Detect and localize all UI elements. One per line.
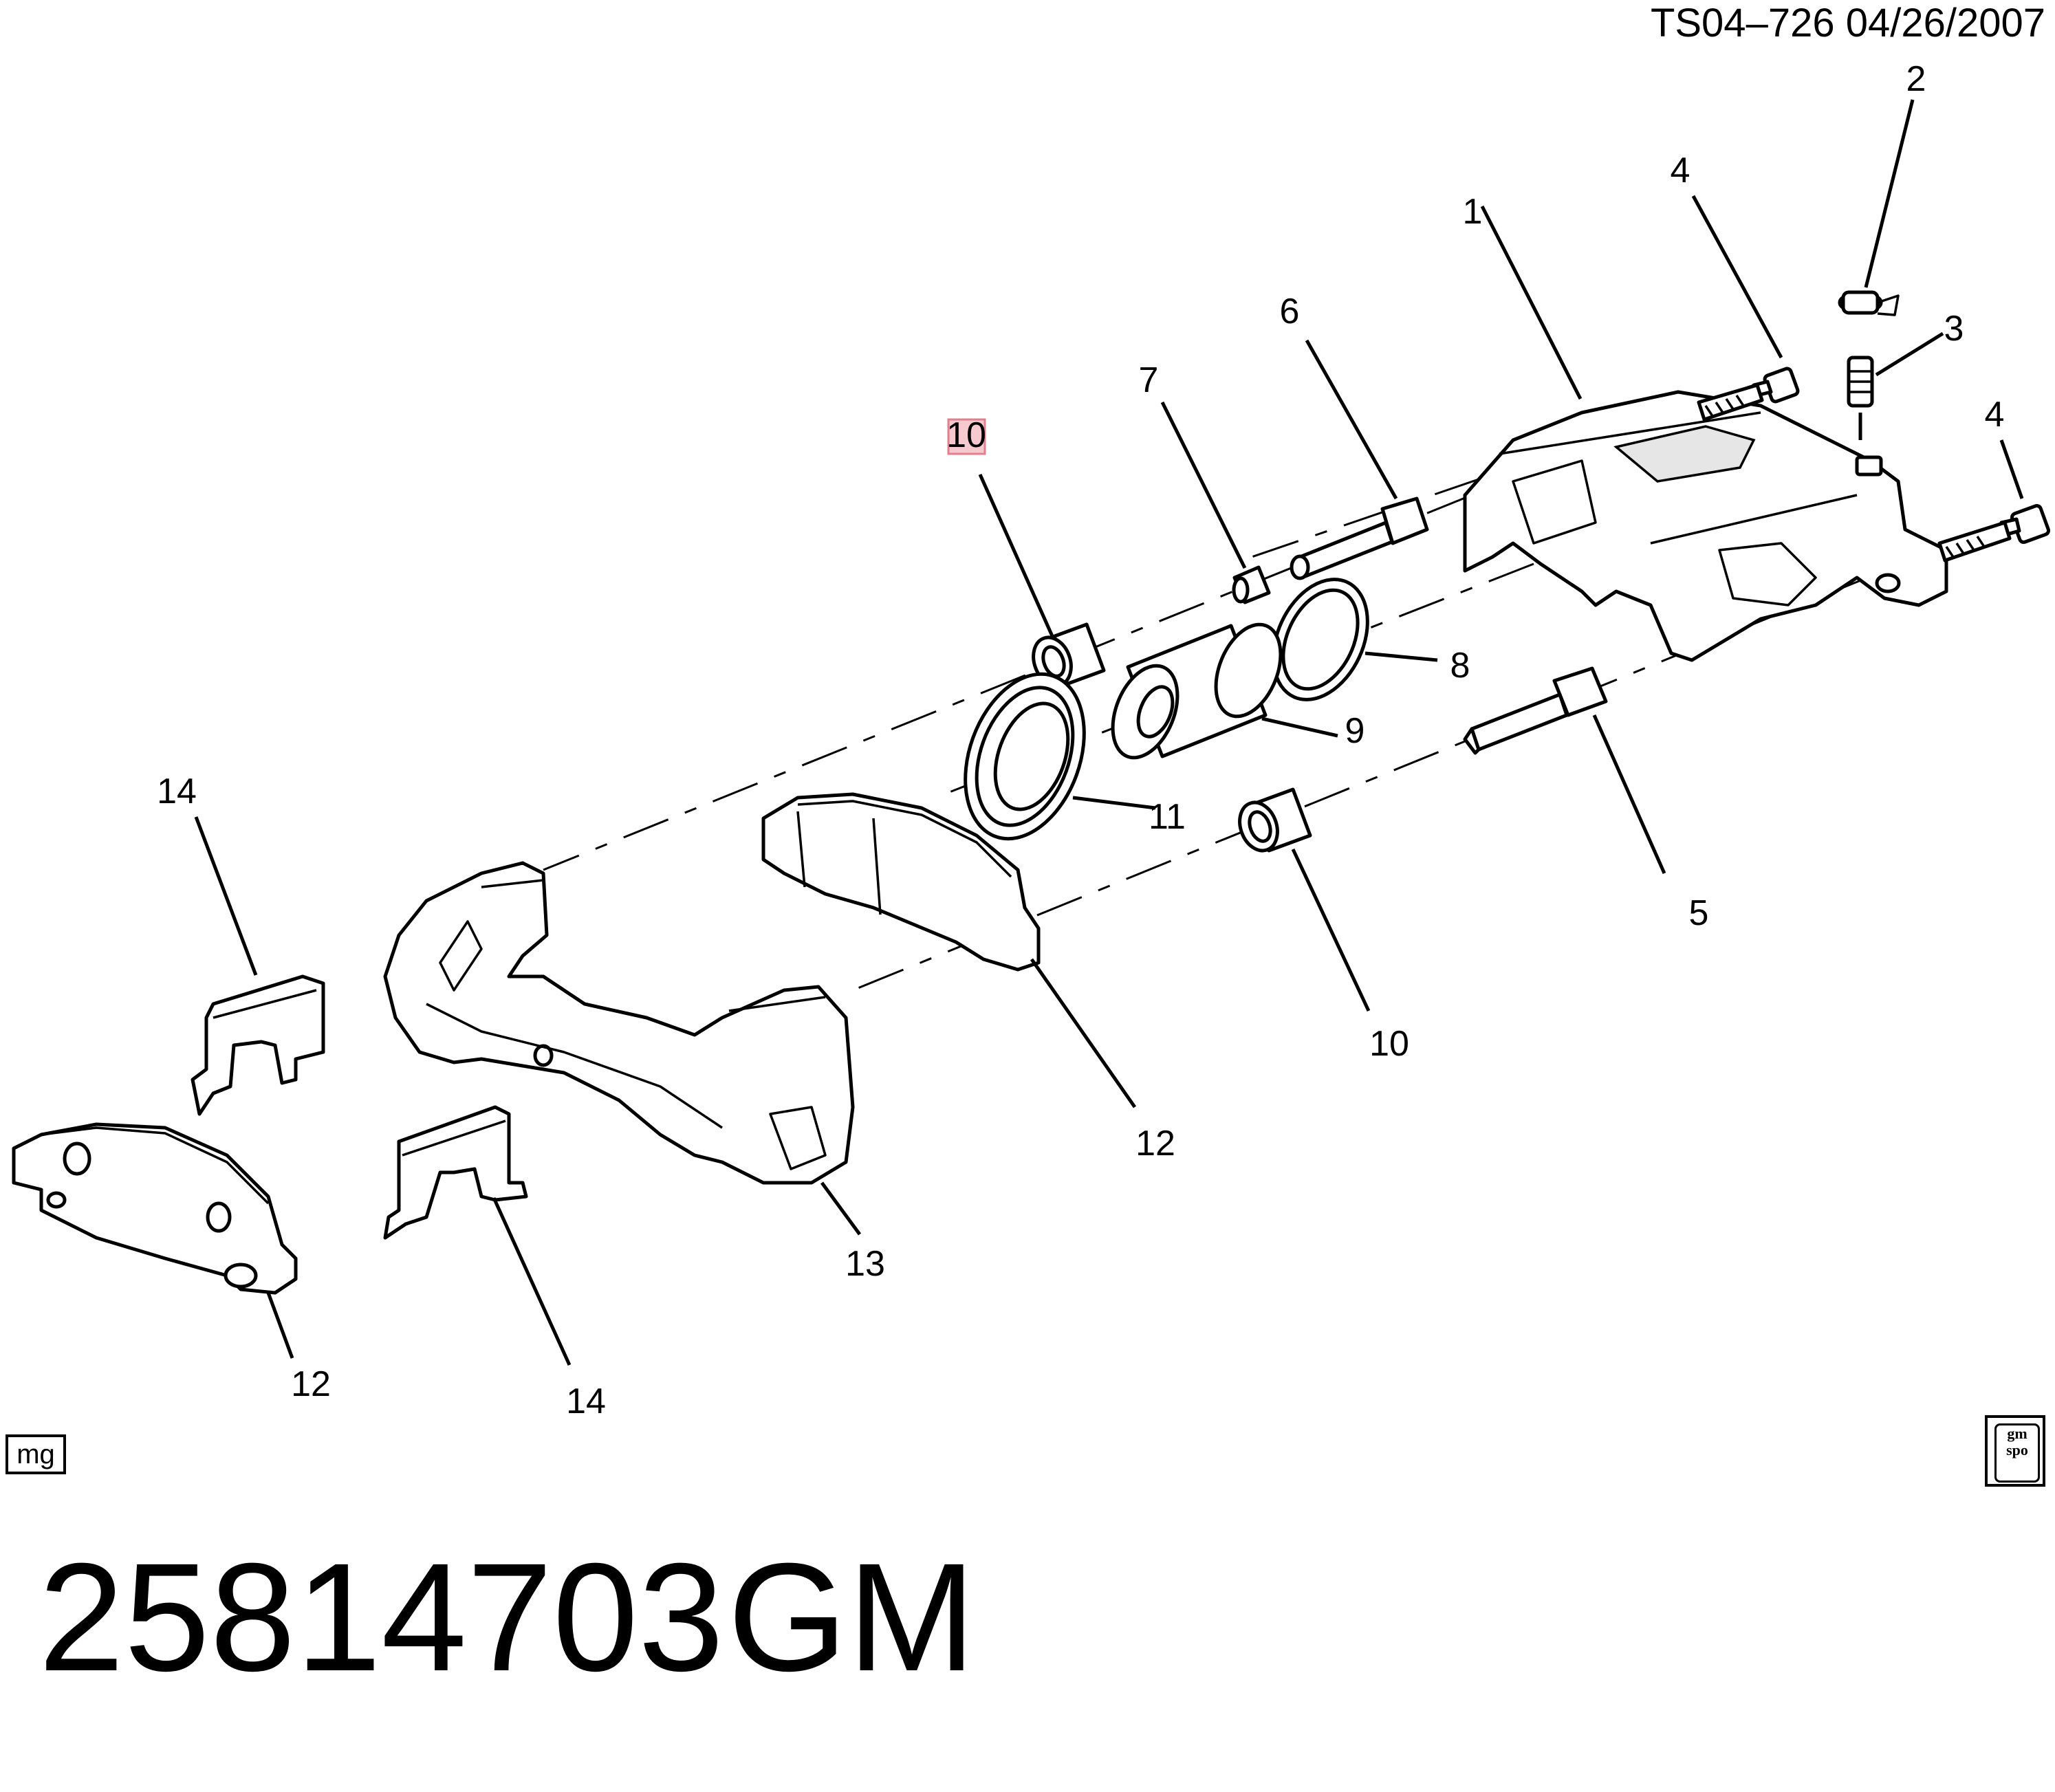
brake-pad-part-12-lower	[12, 1122, 298, 1295]
callout-part-9: 9	[1345, 711, 1365, 751]
callout-part-10-upper: 10	[946, 415, 986, 455]
pad-clip-part-14-lower	[383, 1105, 528, 1240]
mg-badge: mg	[6, 1434, 66, 1474]
diagram-reference-date: TS04–726 04/26/2007	[1650, 1, 2045, 45]
callout-part-11: 11	[1149, 797, 1186, 837]
piston-part-9	[1111, 622, 1283, 760]
callout-part-13: 13	[845, 1244, 885, 1284]
bushing-part-7	[1232, 565, 1271, 604]
mounting-bolt-part-4-upper	[1697, 367, 1800, 422]
callout-part-2: 2	[1906, 59, 1926, 99]
callout-part-4-right: 4	[1985, 395, 2005, 435]
guide-pin-bolt-part-5	[1463, 666, 1608, 755]
leader-lines	[194, 99, 2024, 1366]
callout-part-14-lower: 14	[566, 1381, 606, 1421]
bleeder-cap-part-2	[1838, 290, 1900, 316]
bushing-part-10-upper	[1032, 622, 1106, 688]
callout-part-12-upper: 12	[1135, 1124, 1175, 1163]
bushing-part-10-lower	[1238, 787, 1312, 853]
callout-part-7: 7	[1139, 360, 1159, 400]
callout-part-4-upper: 4	[1671, 151, 1690, 190]
part-number: 25814703	[39, 1531, 724, 1703]
callout-part-8: 8	[1450, 646, 1470, 686]
pad-clip-part-14-upper	[191, 974, 325, 1116]
piston-seal-part-8	[1272, 578, 1369, 701]
callout-part-10-lower: 10	[1369, 1024, 1409, 1064]
callout-part-5: 5	[1689, 893, 1709, 933]
callout-part-1: 1	[1463, 192, 1483, 232]
bleeder-valve-part-3	[1847, 356, 1874, 440]
caliper-bracket-part-13	[383, 861, 855, 1185]
callout-labels: 1 2 3 4 4 5 6 7 8 9 10 10 11 12 12 13 14…	[157, 59, 2004, 1421]
mounting-bolt-part-4-right	[1937, 503, 2051, 562]
dust-boot-part-11	[964, 672, 1086, 841]
brake-pad-part-12-upper	[761, 792, 1041, 972]
guide-pin-bolt-part-6	[1290, 496, 1429, 580]
caliper-housing-part-1	[1463, 390, 1948, 662]
callout-part-12-lower: 12	[291, 1364, 331, 1404]
callout-part-3: 3	[1944, 309, 1964, 349]
brand-name: GM	[728, 1531, 976, 1703]
callout-highlight-box	[947, 418, 986, 455]
callout-part-6: 6	[1280, 292, 1300, 331]
callout-part-14-upper: 14	[157, 772, 197, 811]
